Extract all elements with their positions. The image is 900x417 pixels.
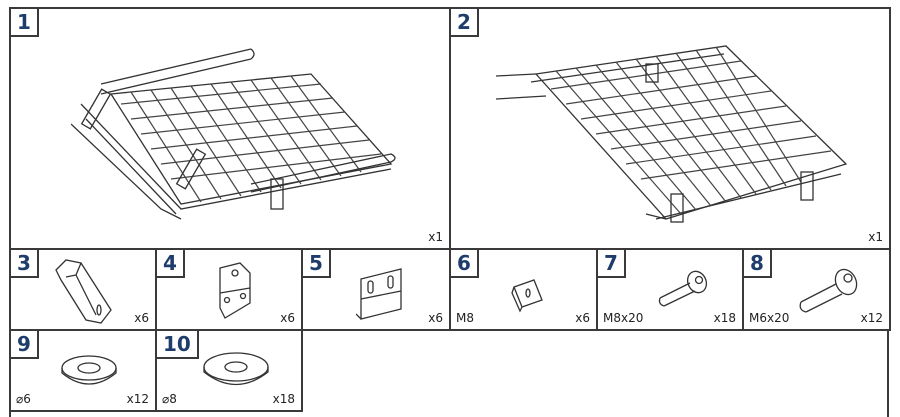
frame-right-edge — [887, 329, 889, 417]
part-quantity: x12 — [860, 311, 883, 325]
frame-left-edge — [9, 410, 11, 417]
part-quantity: x1 — [428, 230, 443, 244]
part-spec: ⌀8 — [162, 392, 177, 406]
part-cell-10: 10 ⌀8 x18 — [155, 329, 303, 412]
part-number: 2 — [449, 7, 479, 37]
bent-plate-bracket-icon — [219, 262, 251, 319]
part-quantity: x1 — [868, 230, 883, 244]
square-nut-icon — [511, 279, 543, 313]
slotted-plate-bracket-icon — [356, 268, 402, 320]
part-quantity: x6 — [134, 311, 149, 325]
part-quantity: x18 — [272, 392, 295, 406]
part-number: 5 — [301, 248, 331, 278]
part-quantity: x6 — [280, 311, 295, 325]
part-number: 6 — [449, 248, 479, 278]
part-spec: M8 — [456, 311, 474, 325]
washer-icon — [61, 355, 117, 385]
angled-bracket-icon — [55, 259, 112, 324]
part-number: 10 — [155, 329, 199, 359]
button-head-bolt-icon — [658, 270, 708, 307]
part-cell-3: 3 x6 — [9, 248, 157, 331]
part-quantity: x12 — [126, 392, 149, 406]
part-spec: M8x20 — [603, 311, 644, 325]
part-cell-1: 1 x1 — [9, 7, 451, 250]
part-cell-9: 9 ⌀6 x12 — [9, 329, 157, 412]
part-cell-4: 4 x6 — [155, 248, 303, 331]
part-quantity: x6 — [575, 311, 590, 325]
part-quantity: x6 — [428, 311, 443, 325]
part-cell-8: 8 M6x20 x12 — [742, 248, 891, 331]
part-cell-2: 2 x1 — [449, 7, 891, 250]
button-head-bolt-icon — [799, 268, 858, 313]
part-number: 7 — [596, 248, 626, 278]
part-number: 8 — [742, 248, 772, 278]
washer-icon — [203, 352, 269, 385]
part-quantity: x18 — [713, 311, 736, 325]
part-cell-5: 5 x6 — [301, 248, 451, 331]
part-cell-7: 7 M8x20 x18 — [596, 248, 744, 331]
part-cell-6: 6 M8 x6 — [449, 248, 598, 331]
part-number: 9 — [9, 329, 39, 359]
part-number: 4 — [155, 248, 185, 278]
part-number: 3 — [9, 248, 39, 278]
roof-rack-basket-icon — [496, 45, 848, 223]
part-spec: ⌀6 — [16, 392, 31, 406]
part-spec: M6x20 — [749, 311, 790, 325]
roof-rack-basket-with-mounts-icon — [71, 48, 396, 220]
part-number: 1 — [9, 7, 39, 37]
